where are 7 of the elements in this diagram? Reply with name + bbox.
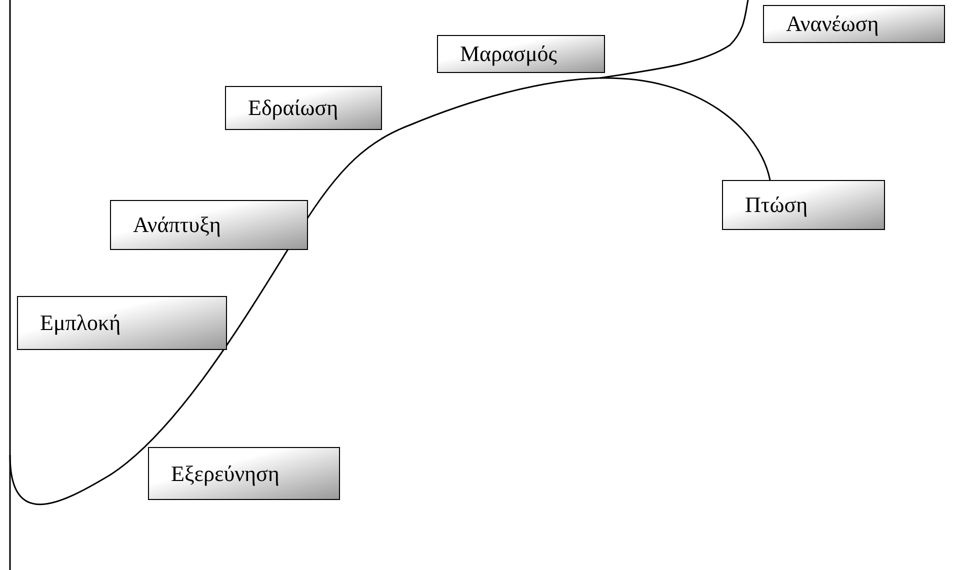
stage-label: Εμπλοκή (17, 296, 227, 350)
stage-label: Ανανέωση (763, 5, 945, 43)
stage-label: Εξερεύνηση (148, 447, 340, 500)
stage-label: Πτώση (722, 180, 885, 230)
stage-label: Μαρασμός (437, 35, 605, 73)
stage-label: Ανάπτυξη (110, 200, 308, 250)
stage-label: Εδραίωση (225, 86, 382, 130)
